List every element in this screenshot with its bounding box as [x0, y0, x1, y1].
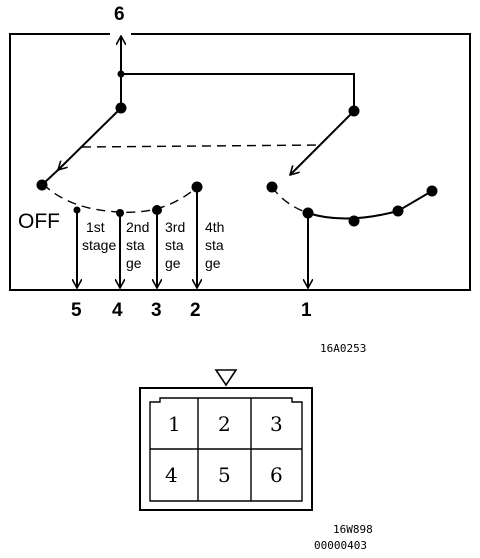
off-label: OFF [18, 210, 60, 233]
stage2-label-line3: ge [126, 255, 142, 271]
connector-figure-code-1: 16W898 [333, 523, 373, 536]
contact-right-d [426, 185, 438, 197]
stage2-label-line2: sta [126, 237, 145, 253]
connector-pin-6: 6 [270, 463, 283, 487]
top-bus-wire [121, 73, 355, 111]
right-arc-solid [307, 190, 433, 220]
connector-key-marker [214, 369, 238, 387]
stage3-label-line1: 3rd [165, 219, 185, 235]
connector-pin-1: 1 [168, 412, 181, 436]
contact-right-c [392, 205, 404, 217]
terminal-6-label: 6 [114, 4, 125, 25]
connector-pin-3: 3 [270, 412, 283, 436]
connector-figure-code-2: 00000403 [314, 539, 367, 552]
schematic-frame [9, 33, 471, 291]
terminal-2-label: 2 [190, 300, 201, 321]
terminal-4-label: 4 [112, 300, 123, 321]
stage4-label-line3: ge [205, 255, 221, 271]
connector-housing [139, 387, 313, 511]
right-wiper [290, 110, 355, 175]
connector-pin-2: 2 [218, 412, 231, 436]
terminal-1-label: 1 [301, 300, 312, 321]
left-wiper [58, 107, 122, 170]
contact-right-b [348, 215, 360, 227]
stage4-label-line2: sta [205, 237, 224, 253]
connector-pin-5: 5 [218, 463, 231, 487]
stage1-label-line1: 1st [86, 219, 105, 235]
stage3-label-line2: sta [165, 237, 184, 253]
left-contact-arc [42, 183, 198, 213]
stage4-label-line1: 4th [205, 219, 224, 235]
schematic-figure-code: 16A0253 [320, 342, 366, 355]
connector-inner-outline [149, 397, 303, 502]
stage3-label-line3: ge [165, 255, 181, 271]
terminal-3-label: 3 [151, 300, 162, 321]
terminal-5-label: 5 [71, 300, 82, 321]
stage2-label-line1: 2nd [126, 219, 149, 235]
connector-pin-4: 4 [165, 463, 178, 487]
right-arc-dashed [271, 186, 309, 214]
mechanical-link [81, 144, 323, 148]
contact-off [36, 179, 48, 191]
stage1-label-line2: stage [82, 237, 116, 253]
